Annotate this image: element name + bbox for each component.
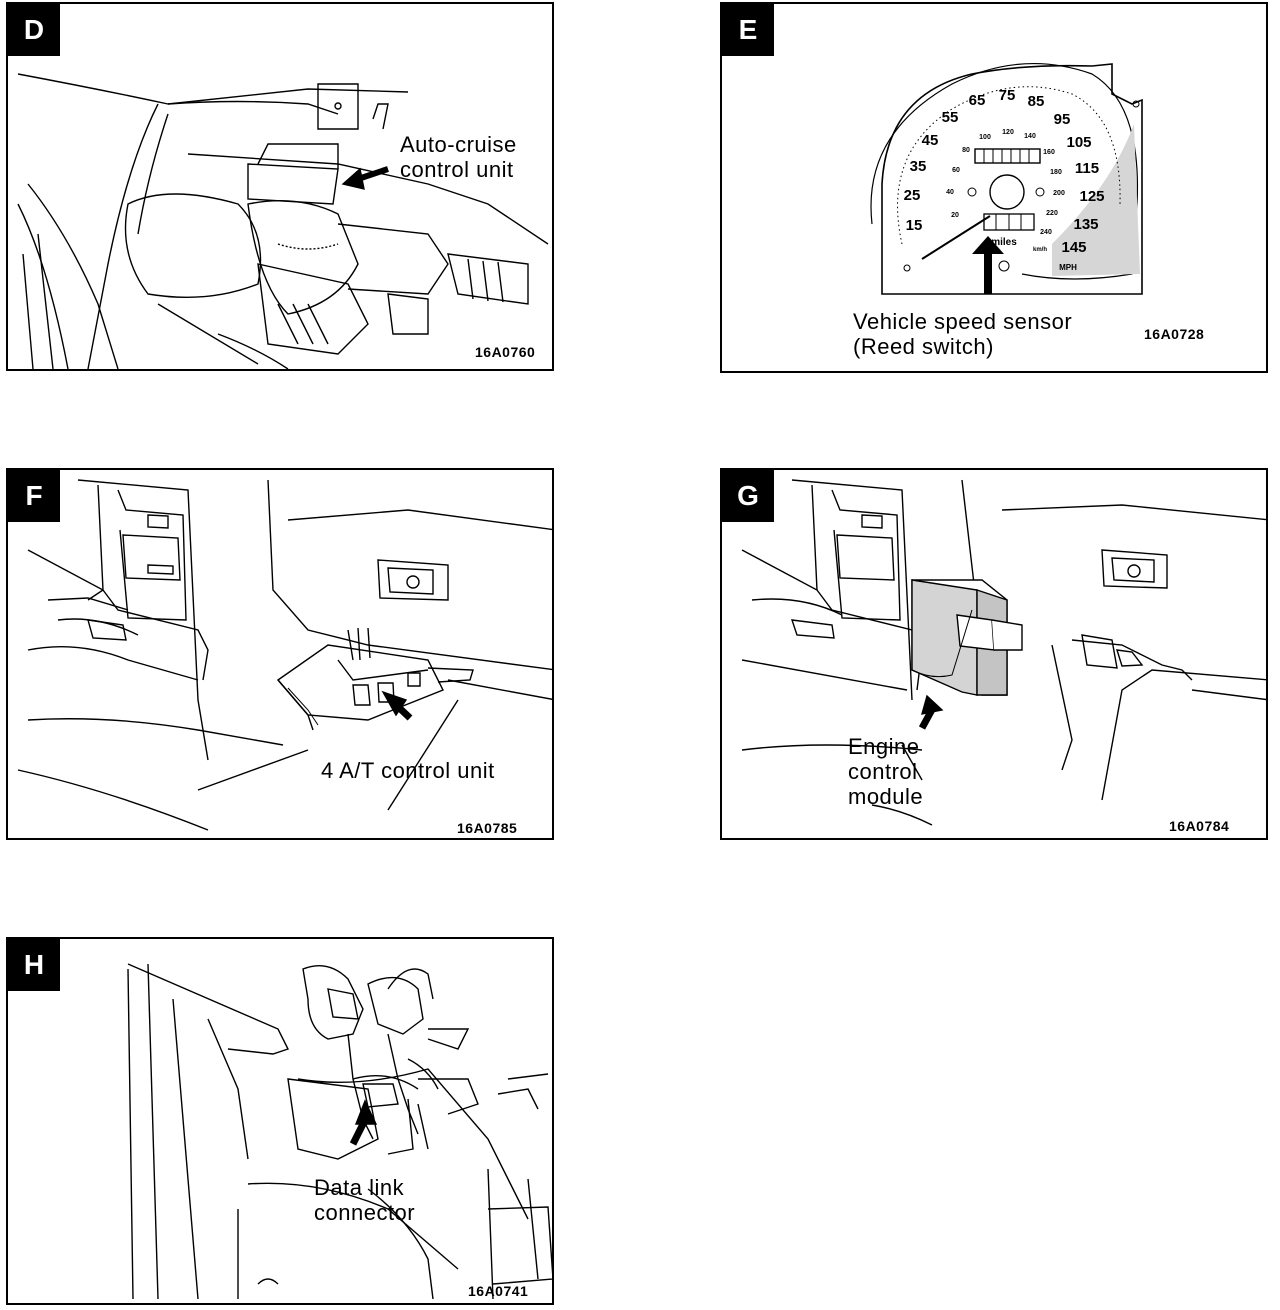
mph-mark: 105	[1066, 134, 1091, 151]
figure-code-g: 16A0784	[1169, 818, 1230, 834]
mph-mark: 75	[999, 87, 1016, 104]
speedometer-illustration-e: 15 25 35 45 55 65 75 85 95 105 115 125 1…	[870, 63, 1143, 295]
callout-data-link-connector: Data link connector	[314, 1175, 416, 1225]
kmh-mark: 20	[951, 212, 959, 219]
figure-code-f: 16A0785	[457, 820, 518, 836]
kmh-mark: 160	[1043, 149, 1055, 156]
unit-kmh: km/h	[1033, 247, 1047, 253]
mph-mark: 35	[910, 158, 927, 175]
kmh-mark: 80	[962, 147, 970, 154]
figure-code-e: 16A0728	[1144, 326, 1205, 342]
mph-mark: 125	[1079, 188, 1104, 205]
kmh-mark: 40	[946, 189, 954, 196]
kmh-mark: 60	[952, 167, 960, 174]
callout-engine-control-module: Engine control module	[848, 734, 924, 809]
figure-panel-d: D Auto-cruise control unit 16A0760	[6, 2, 554, 371]
kmh-mark: 120	[1002, 129, 1014, 136]
mph-mark: 25	[904, 187, 921, 204]
figure-panel-e: 15 25 35 45 55 65 75 85 95 105 115 125 1…	[720, 2, 1268, 373]
panel-letter-d: D	[8, 4, 60, 56]
unit-miles: miles	[991, 237, 1017, 248]
mph-mark: 145	[1061, 239, 1086, 256]
dashboard-illustration-d	[17, 73, 549, 369]
figure-code-d: 16A0760	[475, 344, 536, 360]
kmh-mark: 180	[1050, 169, 1062, 176]
unit-mph: MPH	[1059, 263, 1077, 272]
mph-mark: 115	[1075, 160, 1099, 177]
mph-mark: 135	[1073, 216, 1098, 233]
kmh-mark: 100	[979, 134, 991, 141]
mph-mark: 55	[942, 109, 959, 126]
dashboard-illustration-h	[127, 963, 552, 1300]
mph-mark: 85	[1028, 93, 1045, 110]
figure-panel-h: H Data link connector 16A0741	[6, 937, 554, 1305]
mph-mark: 65	[969, 92, 986, 109]
panel-letter-f: F	[8, 470, 60, 522]
panel-letter-h: H	[8, 939, 60, 991]
figure-code-h: 16A0741	[468, 1283, 529, 1299]
kmh-mark: 140	[1024, 133, 1036, 140]
kmh-mark: 220	[1046, 210, 1058, 217]
mph-mark: 95	[1054, 111, 1071, 128]
dashboard-illustration-g	[741, 479, 1266, 826]
mph-mark: 15	[906, 217, 923, 234]
callout-4-at-control-unit: 4 A/T control unit	[321, 758, 495, 783]
callout-vehicle-speed-sensor: Vehicle speed sensor (Reed switch)	[853, 309, 1073, 359]
kmh-mark: 200	[1053, 190, 1065, 197]
mph-mark: 45	[922, 132, 939, 149]
callout-auto-cruise-control-unit: Auto-cruise control unit	[400, 132, 517, 182]
figure-panel-g: G Engine control module 16A0784	[720, 468, 1268, 840]
dashboard-illustration-f	[17, 479, 552, 831]
figure-panel-f: F 4 A/T control unit 16A0785	[6, 468, 554, 840]
kmh-mark: 240	[1040, 229, 1052, 236]
panel-letter-e: E	[722, 4, 774, 56]
panel-letter-g: G	[722, 470, 774, 522]
